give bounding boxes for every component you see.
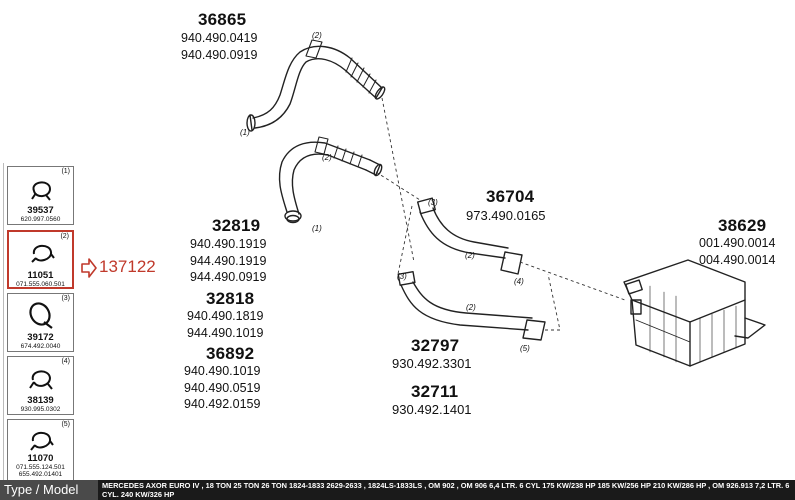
code: 944.490.0919 <box>190 270 267 284</box>
callout: (4) <box>514 277 524 286</box>
clamp-card-39537[interactable]: (1) 39537 620.997.0560 <box>7 166 74 225</box>
card-number: (2) <box>60 233 69 240</box>
callout: (2) <box>312 31 322 40</box>
codes-36892: 940.490.1019 940.490.0519 940.492.0159 <box>184 363 260 413</box>
callouts: (1) (2) (1) (2) (3) (2) (4) (3) (2) (5) <box>240 31 530 353</box>
code: 940.490.0419 <box>181 31 258 45</box>
footer-bar: Type / Model MERCEDES AXOR EURO IV , 18 … <box>0 480 795 500</box>
callout: (2) <box>466 303 476 312</box>
arrow-right-icon <box>81 258 97 278</box>
clamp-icon <box>31 181 52 201</box>
hose-36704 <box>416 197 523 275</box>
card-number: (4) <box>61 358 70 365</box>
code: 940.490.1019 <box>184 364 261 378</box>
callout: (5) <box>520 344 530 353</box>
part-36892: 36892 <box>206 344 255 363</box>
card-number: (5) <box>61 421 70 428</box>
connection-lines <box>375 97 626 331</box>
code: 944.490.1019 <box>187 325 264 340</box>
code: 940.490.1919 <box>190 237 267 251</box>
card-sub: 620.997.0560 <box>20 216 61 223</box>
part-32711: 32711 <box>411 382 459 401</box>
card-sub: 930.995.0302 <box>20 406 61 413</box>
highlight-code: 137122 <box>99 257 156 276</box>
code: 940.492.0159 <box>184 397 261 411</box>
card-sub: 655.492.01401 <box>18 471 63 478</box>
code-36704: 973.490.0165 <box>466 208 546 223</box>
clamp-sidebar: (1) 39537 620.997.0560 (2) 11051 071.555… <box>3 163 78 481</box>
part-32797: 32797 <box>411 336 460 355</box>
part-36865: 36865 <box>198 10 247 29</box>
codes-36865: 940.490.0419 940.490.0919 <box>181 30 257 63</box>
callout: (3) <box>397 272 407 281</box>
codes-38629: 001.490.0014 004.490.0014 <box>699 235 775 268</box>
type-model-label: Type / Model <box>0 480 98 500</box>
codes-32818: 940.490.1819 944.490.1019 <box>187 308 263 341</box>
card-sub: 674.492.0040 <box>20 343 61 350</box>
card-part: 11070 <box>27 453 54 464</box>
code: 940.490.0919 <box>181 47 258 62</box>
callout: (2) <box>465 251 475 260</box>
card-part: 39537 <box>27 205 54 216</box>
callout: (2) <box>322 153 332 162</box>
band-clamp-icon <box>29 302 53 329</box>
code: 940.490.0519 <box>184 380 261 395</box>
card-sub: 071.555.124.501 <box>16 464 65 471</box>
card-part: 11051 <box>27 270 54 281</box>
clamp-card-11070[interactable]: (5) 11070 071.555.124.501 655.492.01401 <box>7 419 74 481</box>
callout: (3) <box>428 198 438 207</box>
callout: (1) <box>312 224 322 233</box>
clamp-icon <box>31 244 55 263</box>
intercooler-38629 <box>623 259 766 367</box>
part-38629: 38629 <box>718 216 767 235</box>
part-32818: 32818 <box>206 289 255 308</box>
clamp-card-39172[interactable]: (3) 39172 674.492.0040 <box>7 293 74 352</box>
clamp-card-11051[interactable]: (2) 11051 071.555.060.501 <box>7 230 74 289</box>
hose-32819 <box>278 136 383 224</box>
code: 944.490.1919 <box>190 253 267 268</box>
card-part: 38139 <box>27 395 54 406</box>
type-model-text: MERCEDES AXOR EURO IV , 18 TON 25 TON 26… <box>102 481 790 499</box>
code: 001.490.0014 <box>699 236 776 250</box>
card-number: (1) <box>61 168 70 175</box>
code: 004.490.0014 <box>699 252 776 267</box>
part-32819: 32819 <box>212 216 261 235</box>
card-part: 39172 <box>27 332 54 343</box>
clamp-icon <box>29 370 53 390</box>
code: 940.490.1819 <box>187 309 264 323</box>
parts-diagram: (1) (2) (1) (2) (3) (2) (4) (3) (2) (5) <box>240 31 766 367</box>
codes-32819: 940.490.1919 944.490.1919 944.490.0919 <box>190 236 266 286</box>
part-36704: 36704 <box>486 187 535 206</box>
hose-36865 <box>246 39 386 132</box>
clamp-card-38139[interactable]: (4) 38139 930.995.0302 <box>7 356 74 415</box>
callout: (1) <box>240 128 250 137</box>
clamp-icon <box>30 431 54 451</box>
hose-32797 <box>397 270 546 341</box>
code-32711: 930.492.1401 <box>392 402 472 417</box>
code-32797: 930.492.3301 <box>392 356 472 371</box>
card-number: (3) <box>61 295 70 302</box>
card-sub: 071.555.060.501 <box>16 281 65 288</box>
